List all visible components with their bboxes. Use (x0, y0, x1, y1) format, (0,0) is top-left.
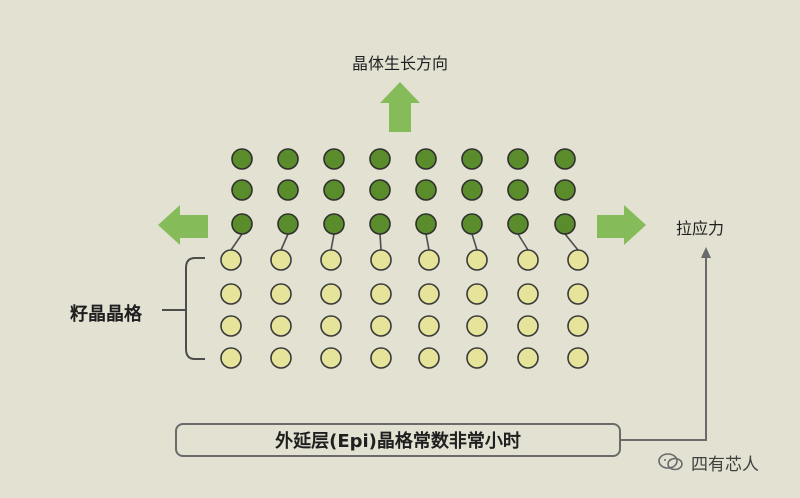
seed-atom (517, 249, 539, 271)
seed-atom (370, 347, 392, 369)
epi-atom (507, 148, 529, 170)
epi-atom (415, 148, 437, 170)
seed-atom (220, 283, 242, 305)
seed-atom (220, 249, 242, 271)
connector-arrowhead (701, 247, 711, 258)
epi-atom (554, 148, 576, 170)
seed-atom (320, 347, 342, 369)
arrow-right-icon (597, 205, 646, 245)
epi-atom (461, 213, 483, 235)
tensile-stress-label: 拉应力 (676, 219, 725, 238)
seed-atom (220, 347, 242, 369)
epi-atom (507, 213, 529, 235)
bond-line (330, 233, 335, 251)
epi-atom (554, 179, 576, 201)
seed-atom (567, 347, 589, 369)
epi-atom (461, 148, 483, 170)
seed-atom (418, 283, 440, 305)
bond-line (379, 233, 382, 251)
seed-atom (220, 315, 242, 337)
epi-atom (277, 179, 299, 201)
seed-atom (517, 315, 539, 337)
epi-atom (323, 179, 345, 201)
seed-atom (517, 347, 539, 369)
epi-atom (323, 213, 345, 235)
epi-atom (507, 179, 529, 201)
watermark-text: 四有芯人 (691, 454, 759, 475)
epi-atom (369, 148, 391, 170)
epi-lattice (231, 148, 576, 235)
epi-atom (231, 179, 253, 201)
growth-direction-label: 晶体生长方向 (351, 54, 448, 73)
bond-line (564, 233, 579, 251)
arrow-up-icon (380, 82, 420, 132)
seed-atom (320, 249, 342, 271)
seed-atom (567, 249, 589, 271)
seed-bracket (185, 257, 205, 360)
arrow-left-icon (158, 205, 208, 245)
epi-atom (415, 213, 437, 235)
seed-atom (270, 283, 292, 305)
epi-note-box: 外延层(Epi)晶格常数非常小时 (175, 423, 621, 457)
bond-line (425, 233, 430, 251)
epi-atom (369, 179, 391, 201)
seed-atom (466, 347, 488, 369)
seed-atom (567, 283, 589, 305)
epi-atom (369, 213, 391, 235)
epi-atom (461, 179, 483, 201)
epi-atom (231, 213, 253, 235)
seed-atom (418, 347, 440, 369)
epi-atom (554, 213, 576, 235)
epi-atom (231, 148, 253, 170)
seed-atom (320, 283, 342, 305)
seed-atom (370, 283, 392, 305)
seed-atom (418, 249, 440, 271)
seed-lattice (220, 249, 589, 369)
seed-atom (320, 315, 342, 337)
epi-atom (277, 148, 299, 170)
epi-atom (323, 148, 345, 170)
bond-lines (230, 233, 579, 251)
bond-line (230, 233, 243, 251)
seed-atom (466, 315, 488, 337)
seed-atom (466, 249, 488, 271)
seed-atom (370, 315, 392, 337)
seed-atom (466, 283, 488, 305)
bond-line (471, 233, 478, 251)
seed-atom (567, 315, 589, 337)
bond-line (517, 233, 529, 251)
seed-atom (370, 249, 392, 271)
seed-atom (270, 249, 292, 271)
seed-atom (270, 315, 292, 337)
seed-atom (517, 283, 539, 305)
wechat-icon (658, 453, 683, 471)
epi-note-text: 外延层(Epi)晶格常数非常小时 (275, 431, 521, 452)
watermark: 四有芯人 (657, 448, 787, 476)
bond-line (280, 233, 289, 251)
note-connector-line (621, 255, 707, 441)
epi-atom (415, 179, 437, 201)
seed-atom (270, 347, 292, 369)
epi-atom (277, 213, 299, 235)
seed-atom (418, 315, 440, 337)
seed-lattice-label: 籽晶晶格 (70, 304, 142, 325)
